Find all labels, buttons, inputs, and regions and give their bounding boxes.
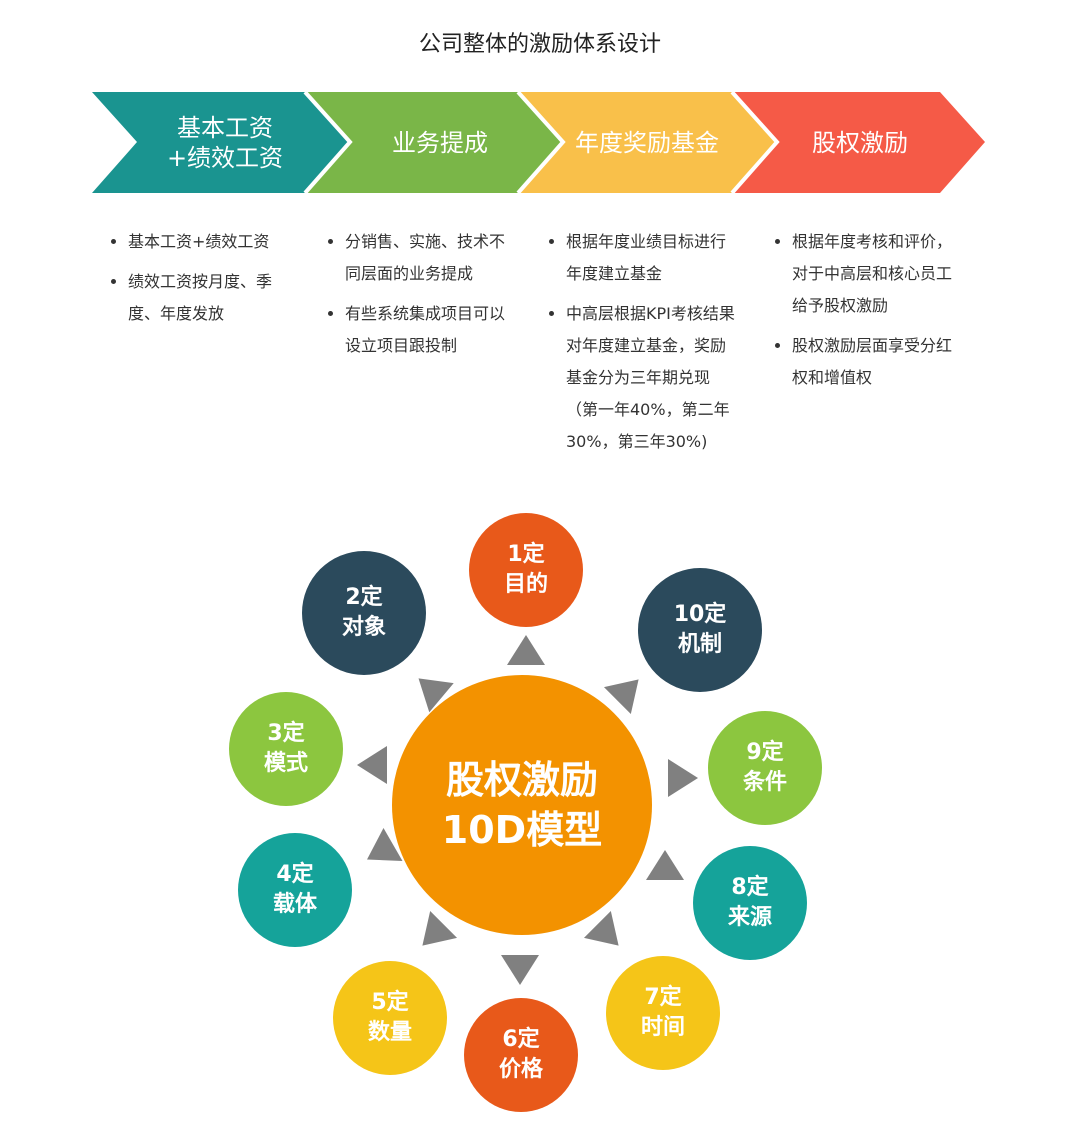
model-circle-2: 2定对象	[302, 551, 426, 675]
circle-number: 3定	[267, 721, 305, 746]
chevron-annual-fund	[518, 92, 777, 193]
model-circle-9: 9定条件	[708, 711, 822, 825]
arrow-triangle-icon	[507, 635, 545, 665]
bullet-item: 分销售、实施、技术不同层面的业务提成	[345, 226, 515, 290]
bullet-item: 股权激励层面享受分红权和增值权	[792, 330, 967, 394]
circle-text: 条件	[742, 770, 787, 795]
circle-text: 目的	[503, 572, 548, 597]
circle-text: 时间	[640, 1015, 685, 1040]
model-circle-3: 3定模式	[229, 692, 343, 806]
bullet-item: 根据年度业绩目标进行年度建立基金	[566, 226, 738, 290]
model-circle-5: 5定数量	[333, 961, 447, 1075]
circle-number: 9定	[746, 740, 784, 765]
circle-number: 5定	[371, 990, 409, 1015]
stage-label-4: 股权激励	[812, 128, 908, 157]
stage-label-line: +绩效工资	[166, 143, 284, 172]
circle-number: 1定	[507, 542, 545, 567]
stage-1-bullets: 基本工资+绩效工资 绩效工资按月度、季度、年度发放	[108, 226, 303, 338]
circle-number: 10定	[673, 602, 727, 627]
stage-4-bullets: 根据年度考核和评价，对于中高层和核心员工给予股权激励 股权激励层面享受分红权和增…	[772, 226, 967, 402]
stage-label-line: 基本工资	[176, 113, 273, 142]
circle-number: 2定	[345, 585, 383, 610]
model-circle-7: 7定时间	[606, 956, 720, 1070]
arrow-triangle-icon	[583, 910, 633, 960]
chevron-equity	[732, 92, 985, 193]
model-circle-10: 10定机制	[638, 568, 762, 692]
circle-text: 载体	[272, 892, 317, 917]
page-title: 公司整体的激励体系设计	[418, 32, 661, 57]
circle-number: 4定	[276, 862, 314, 887]
center-subtitle: 10D模型	[441, 808, 603, 852]
bullet-item: 有些系统集成项目可以设立项目跟投制	[345, 298, 515, 362]
center-circle: 股权激励 10D模型	[392, 675, 652, 935]
arrow-triangle-icon	[668, 759, 698, 797]
stage-chevrons	[92, 90, 985, 195]
arrow-triangle-icon	[408, 910, 458, 960]
chevron-commission	[305, 92, 563, 193]
bullet-item: 绩效工资按月度、季度、年度发放	[128, 266, 303, 330]
stage-label-2: 业务提成	[392, 128, 488, 157]
arrow-triangle-icon	[357, 746, 387, 784]
stage-label-3: 年度奖励基金	[575, 128, 719, 157]
model-circle-8: 8定来源	[693, 846, 807, 960]
bullet-item: 中高层根据KPI考核结果对年度建立基金，奖励基金分为三年期兑现（第一年40%，第…	[566, 298, 738, 458]
bullet-item: 根据年度考核和评价，对于中高层和核心员工给予股权激励	[792, 226, 967, 322]
circle-text: 机制	[677, 632, 722, 657]
circle-text: 价格	[498, 1057, 543, 1082]
model-circle-4: 4定载体	[238, 833, 352, 947]
circle-text: 来源	[727, 905, 772, 930]
stage-label-1: 基本工资+绩效工资	[115, 92, 335, 193]
arrow-triangle-icon	[501, 955, 539, 985]
circle-text: 模式	[263, 751, 308, 776]
model-circle-1: 1定目的	[469, 513, 583, 627]
circle-text: 对象	[341, 615, 386, 640]
circle-number: 6定	[502, 1027, 540, 1052]
arrow-triangle-icon	[603, 665, 653, 715]
stage-2-bullets: 分销售、实施、技术不同层面的业务提成 有些系统集成项目可以设立项目跟投制	[325, 226, 515, 370]
circle-text: 数量	[367, 1020, 412, 1045]
stage-3-bullets: 根据年度业绩目标进行年度建立基金 中高层根据KPI考核结果对年度建立基金，奖励基…	[546, 226, 738, 466]
arrow-triangle-icon	[646, 850, 684, 880]
chevron-base-salary	[92, 92, 350, 193]
bullet-item: 基本工资+绩效工资	[128, 226, 303, 258]
center-title: 股权激励	[445, 758, 598, 802]
circle-number: 8定	[731, 875, 769, 900]
circle-number: 7定	[644, 985, 682, 1010]
model-circle-6: 6定价格	[464, 998, 578, 1112]
